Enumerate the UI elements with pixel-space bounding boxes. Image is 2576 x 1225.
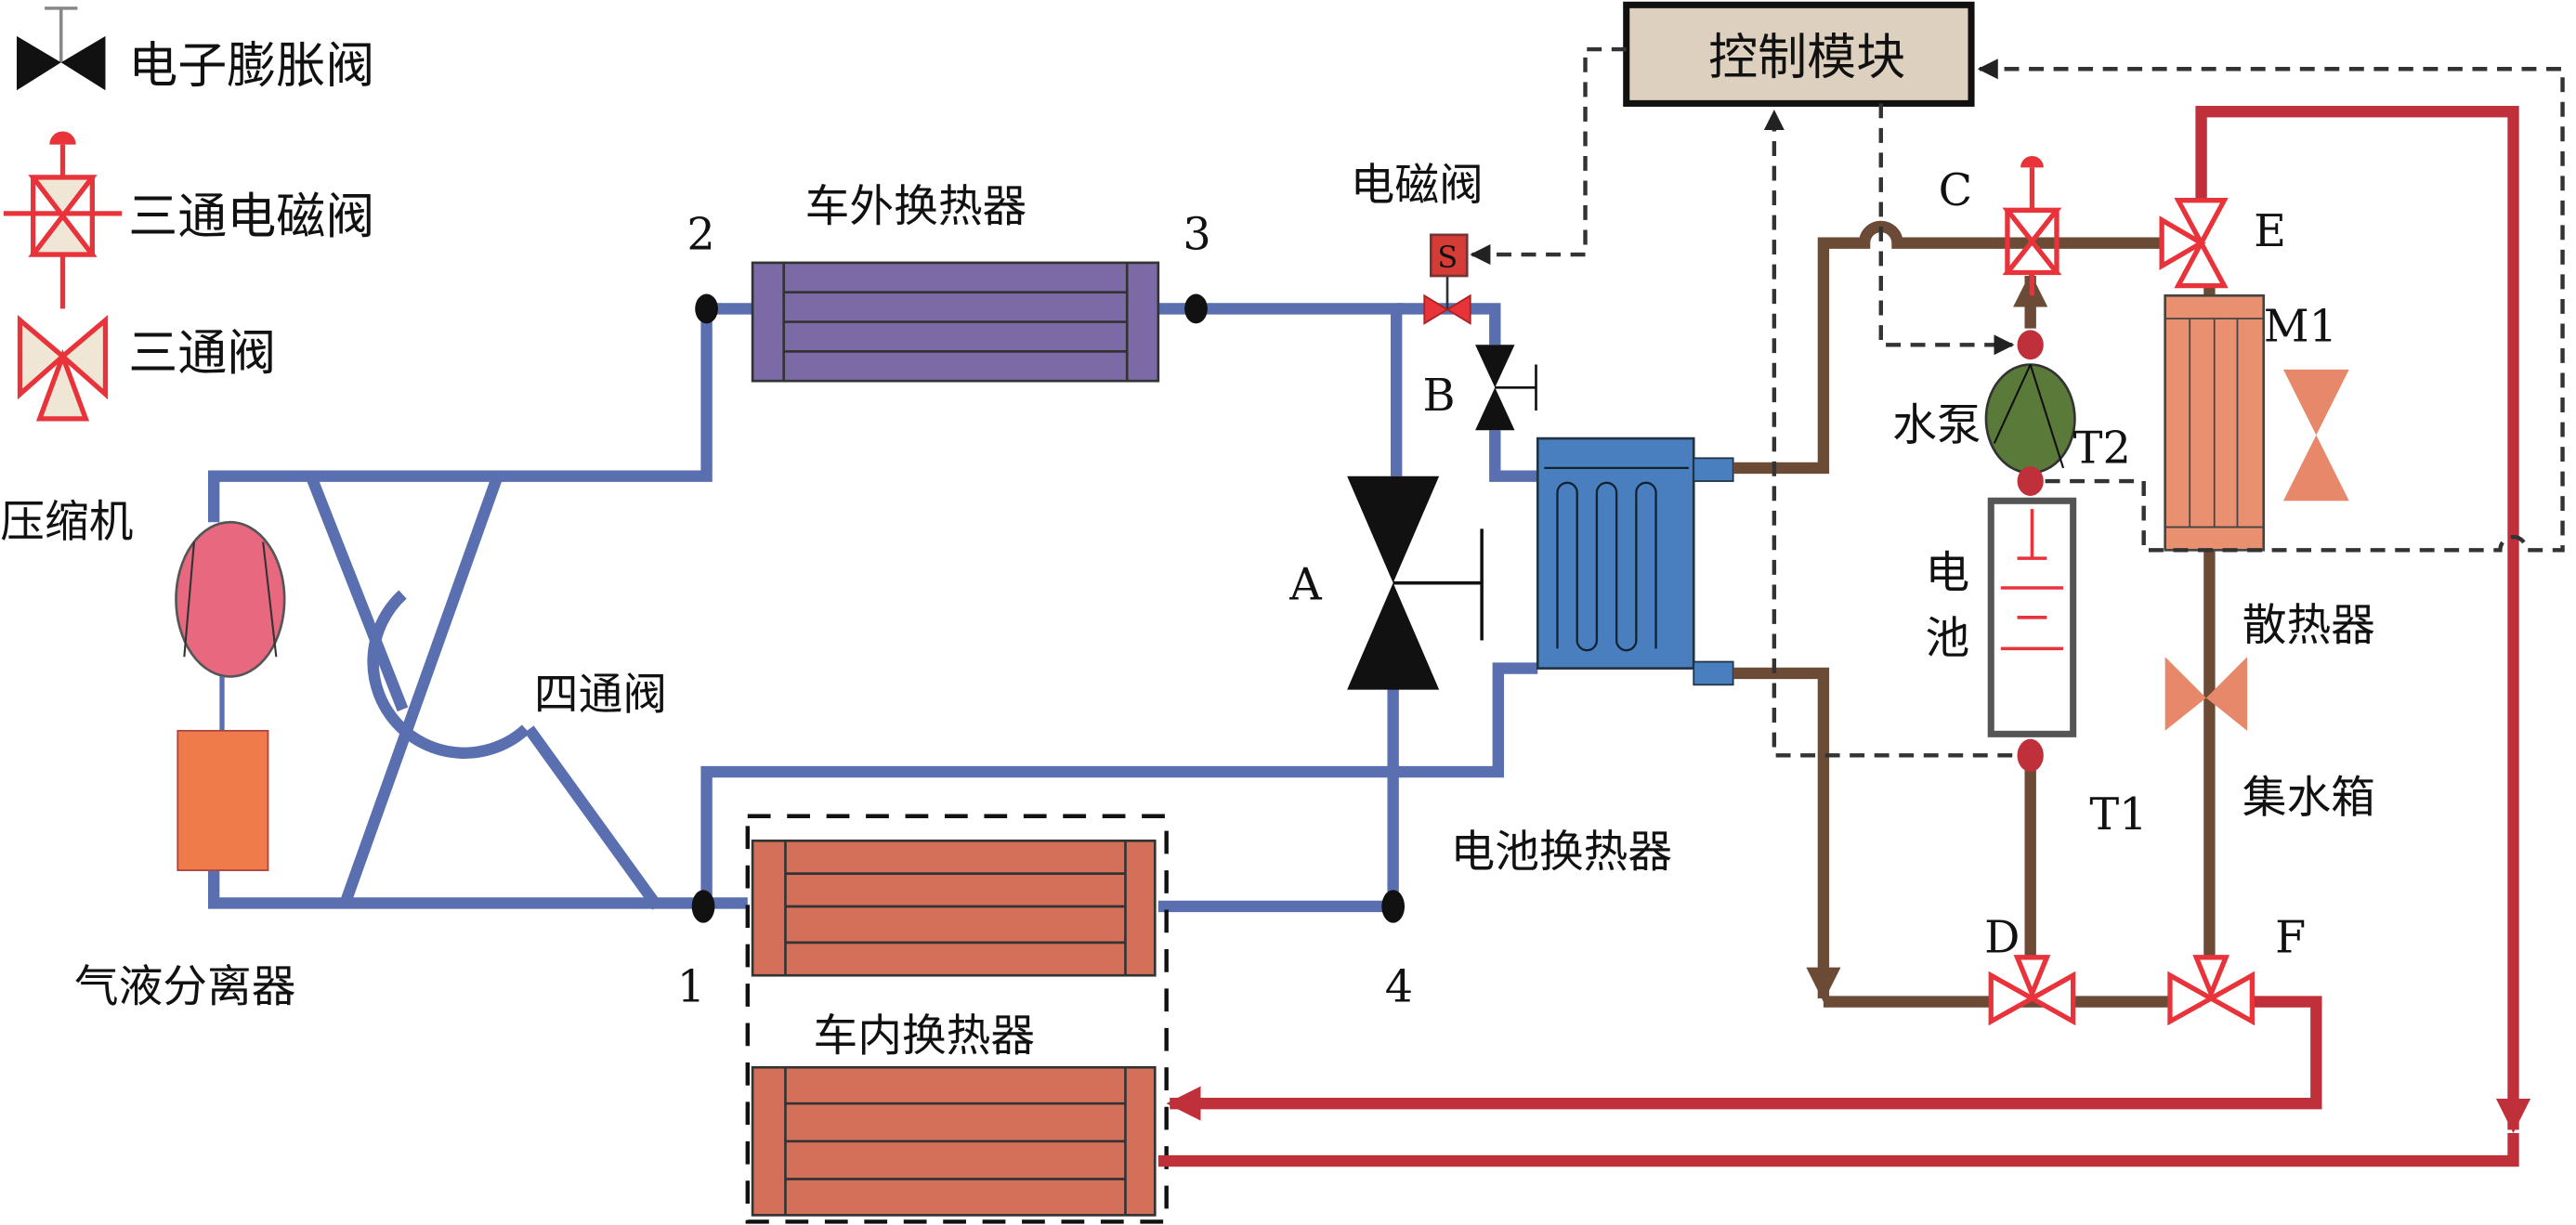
- valve-label: E: [2254, 206, 2286, 257]
- radiator-label: 散热器: [2243, 601, 2375, 652]
- node-1: [691, 890, 715, 923]
- tank-label: 集水箱: [2243, 773, 2375, 824]
- point-label: 3: [1183, 210, 1210, 261]
- valve-label: D: [1984, 912, 2020, 963]
- valve-label: F: [2275, 912, 2306, 963]
- battery: [1987, 497, 2077, 737]
- battery-heat-exchanger: [1536, 437, 1734, 686]
- three-way-valve-d: [1988, 955, 2076, 1026]
- solenoid-valve-label: 电磁阀: [1351, 161, 1484, 212]
- node-4: [1381, 890, 1406, 923]
- compressor: [175, 520, 286, 678]
- separator-label: 气液分离器: [74, 962, 296, 1013]
- point-label: 1: [677, 962, 705, 1013]
- expansion-valve-a: [1347, 476, 1484, 690]
- compressor-label: 压缩机: [0, 497, 133, 548]
- signal-lines: [1470, 46, 2565, 758]
- sensor-t2: [2017, 466, 2044, 496]
- indoor-heat-exchanger: [751, 839, 1157, 1217]
- valve-label: B: [1422, 371, 1455, 422]
- legend-label: 电子膨胀阀: [128, 36, 374, 94]
- valve-label: A: [1288, 559, 1322, 610]
- solenoid-valve: [1423, 233, 1471, 325]
- indoor-hx-label: 车内换热器: [814, 1011, 1036, 1062]
- battery-label: 池: [1926, 614, 1970, 665]
- sensor-m1: [2017, 330, 2044, 360]
- solenoid-mark: S: [1437, 240, 1458, 275]
- sensor-label: T2: [2073, 424, 2131, 475]
- three-way-solenoid-valve-icon: [3, 131, 123, 309]
- battery-label: 电: [1926, 548, 1970, 599]
- electronic-expansion-valve-icon: [16, 7, 106, 91]
- control-module: [1623, 1, 1975, 107]
- pump-label: 水泵: [1892, 400, 1981, 451]
- three-way-valve-icon: [17, 315, 109, 422]
- hot-coolant-pipes: [1157, 106, 2531, 1167]
- control-module-label: 控制模块: [1708, 29, 1905, 86]
- legend-label: 三通阀: [128, 324, 276, 382]
- refrigerant-pipes: [207, 303, 1538, 913]
- indoor-hx-dashed-box: [745, 814, 1169, 1224]
- legend: 电子膨胀阀 三通电磁阀 三通阀: [3, 7, 374, 422]
- outdoor-hx-label: 车外换热器: [805, 182, 1027, 233]
- point-label: 2: [686, 210, 714, 261]
- outdoor-heat-exchanger: [751, 261, 1160, 383]
- expansion-valve-b: [1475, 345, 1537, 431]
- fan-icon: [2282, 369, 2349, 502]
- valve-label: C: [1939, 165, 1973, 216]
- radiator: [2164, 293, 2266, 552]
- sensor-label: T1: [2089, 789, 2147, 841]
- node-2: [695, 293, 718, 324]
- water-tank: [2164, 657, 2248, 731]
- gas-liquid-separator: [177, 729, 269, 871]
- node-3: [1184, 293, 1208, 324]
- water-pump: [1984, 363, 2076, 475]
- four-way-valve-label: 四通阀: [534, 670, 667, 721]
- three-way-solenoid-valve-c: [2002, 155, 2062, 296]
- sensor-label: M1: [2264, 302, 2337, 353]
- battery-hx-label: 电池换热器: [1451, 828, 1673, 879]
- three-way-valve-f: [2167, 955, 2256, 1026]
- point-label: 4: [1385, 962, 1413, 1013]
- legend-label: 三通电磁阀: [128, 188, 374, 245]
- sensor-t1: [2017, 738, 2044, 773]
- three-way-valve-e: [2159, 198, 2229, 289]
